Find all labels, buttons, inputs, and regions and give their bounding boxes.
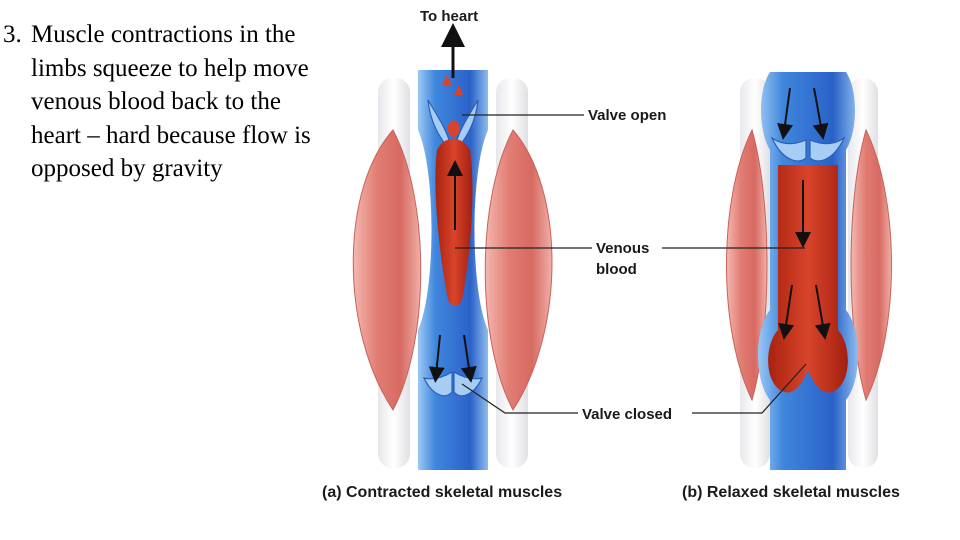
label-valve-closed: Valve closed	[582, 406, 672, 423]
muscle-right-a	[484, 129, 553, 411]
list-item-text: Muscle contractions in the limbs squeeze…	[31, 21, 311, 182]
arrow-down-left-a	[428, 334, 445, 383]
label-to-heart: To heart	[420, 8, 478, 25]
muscle-right-b	[850, 128, 892, 402]
panel-contracted	[352, 23, 553, 470]
caption-a: (a) Contracted skeletal muscles	[322, 484, 562, 501]
arrow-down-left-b	[778, 284, 795, 340]
muscle-left-b	[726, 128, 768, 402]
arrow-top-left-b	[777, 87, 794, 140]
panel-relaxed	[726, 72, 892, 470]
blood-spurt-a	[447, 120, 460, 137]
slide-text-block: 3. Muscle contractions in the limbs sque…	[3, 18, 323, 186]
venous-blood-a	[435, 138, 473, 306]
arrow-down-right-a	[460, 334, 477, 383]
blood-drop-2	[454, 85, 463, 95]
valve-closed-right-leaflet-b-top	[809, 136, 846, 162]
leader-valve-closed-a	[461, 383, 578, 414]
label-blood: blood	[596, 261, 637, 278]
blood-drop-1	[442, 75, 452, 85]
arrow-down-right-b	[814, 284, 831, 340]
valve-closed-left-leaflet-b-top	[770, 136, 807, 162]
arrow-top-right-b	[812, 87, 829, 140]
label-valve-open: Valve open	[588, 107, 666, 124]
list-number: 3.	[3, 21, 22, 48]
caption-b: (b) Relaxed skeletal muscles	[682, 484, 900, 501]
leader-lines	[455, 114, 807, 414]
leader-valve-closed-b	[692, 363, 807, 414]
label-venous: Venous	[596, 240, 649, 257]
muscle-left-a	[352, 129, 422, 411]
venous-blood-b	[768, 165, 848, 393]
